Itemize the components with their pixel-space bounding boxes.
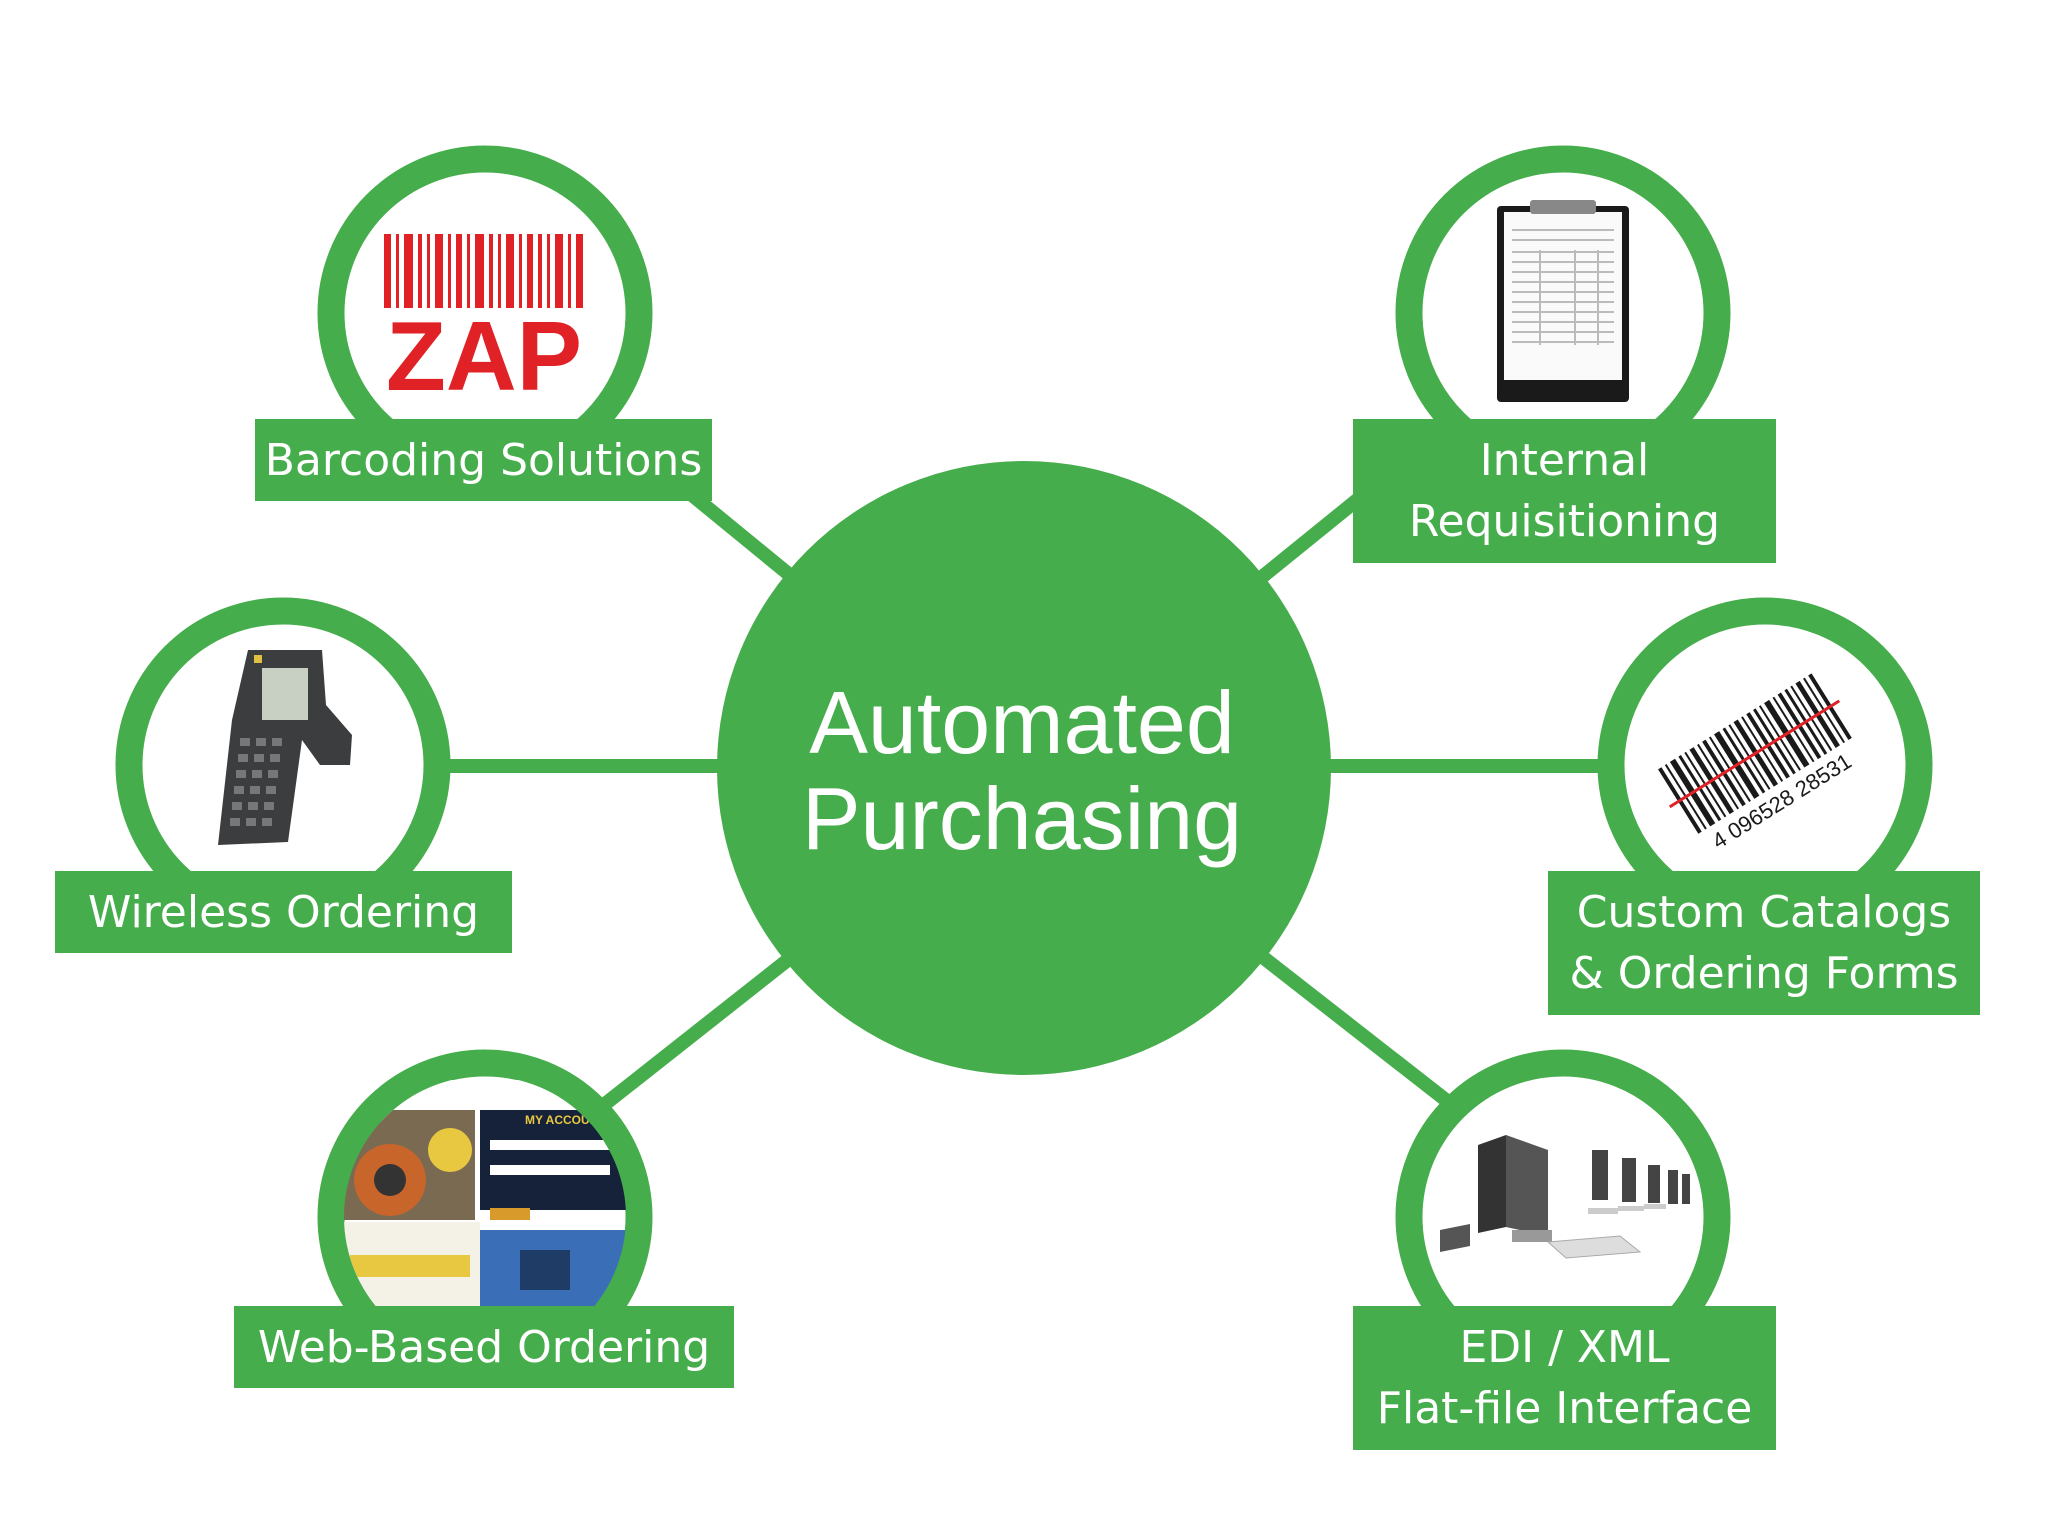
web-screenshot-header: MY ACCOUN <box>525 1113 598 1127</box>
center-title-line1: Automated <box>809 673 1235 772</box>
zap-logo-text: ZAP <box>386 301 582 411</box>
handheld-scanner-icon <box>218 650 352 845</box>
center-circle <box>717 461 1331 1075</box>
label-custom-catalogs: Custom Catalogs & Ordering Forms <box>1548 871 1980 1015</box>
connector-web <box>595 938 813 1114</box>
center-title-line2: Purchasing <box>801 769 1243 868</box>
label-barcoding-solutions: Barcoding Solutions <box>255 419 712 501</box>
label-line: Internal <box>1479 435 1650 486</box>
label-line: Barcoding Solutions <box>264 434 703 486</box>
label-internal-requisitioning: Internal Requisitioning <box>1353 419 1776 563</box>
label-line: Custom Catalogs <box>1576 887 1952 938</box>
label-line: Web-Based Ordering <box>257 1321 711 1373</box>
label-line: Flat-file Interface <box>1376 1383 1753 1434</box>
label-line: Requisitioning <box>1408 496 1721 547</box>
web-page-screenshot-icon: MY ACCOUN <box>344 1080 626 1310</box>
clipboard-form-icon <box>1497 200 1629 402</box>
label-wireless-ordering: Wireless Ordering <box>55 871 512 953</box>
label-line: & Ordering Forms <box>1569 948 1959 999</box>
connector-edi <box>1241 938 1461 1114</box>
label-line: Wireless Ordering <box>87 886 480 938</box>
label-line: EDI / XML <box>1459 1322 1670 1373</box>
zap-barcode-logo-icon: ZAP <box>384 234 583 411</box>
center-title: Automated Purchasing <box>722 675 1322 867</box>
computer-lab-icon <box>1440 1135 1690 1259</box>
label-web-based-ordering: Web-Based Ordering <box>234 1306 734 1388</box>
label-edi-xml: EDI / XML Flat-file Interface <box>1353 1306 1776 1450</box>
